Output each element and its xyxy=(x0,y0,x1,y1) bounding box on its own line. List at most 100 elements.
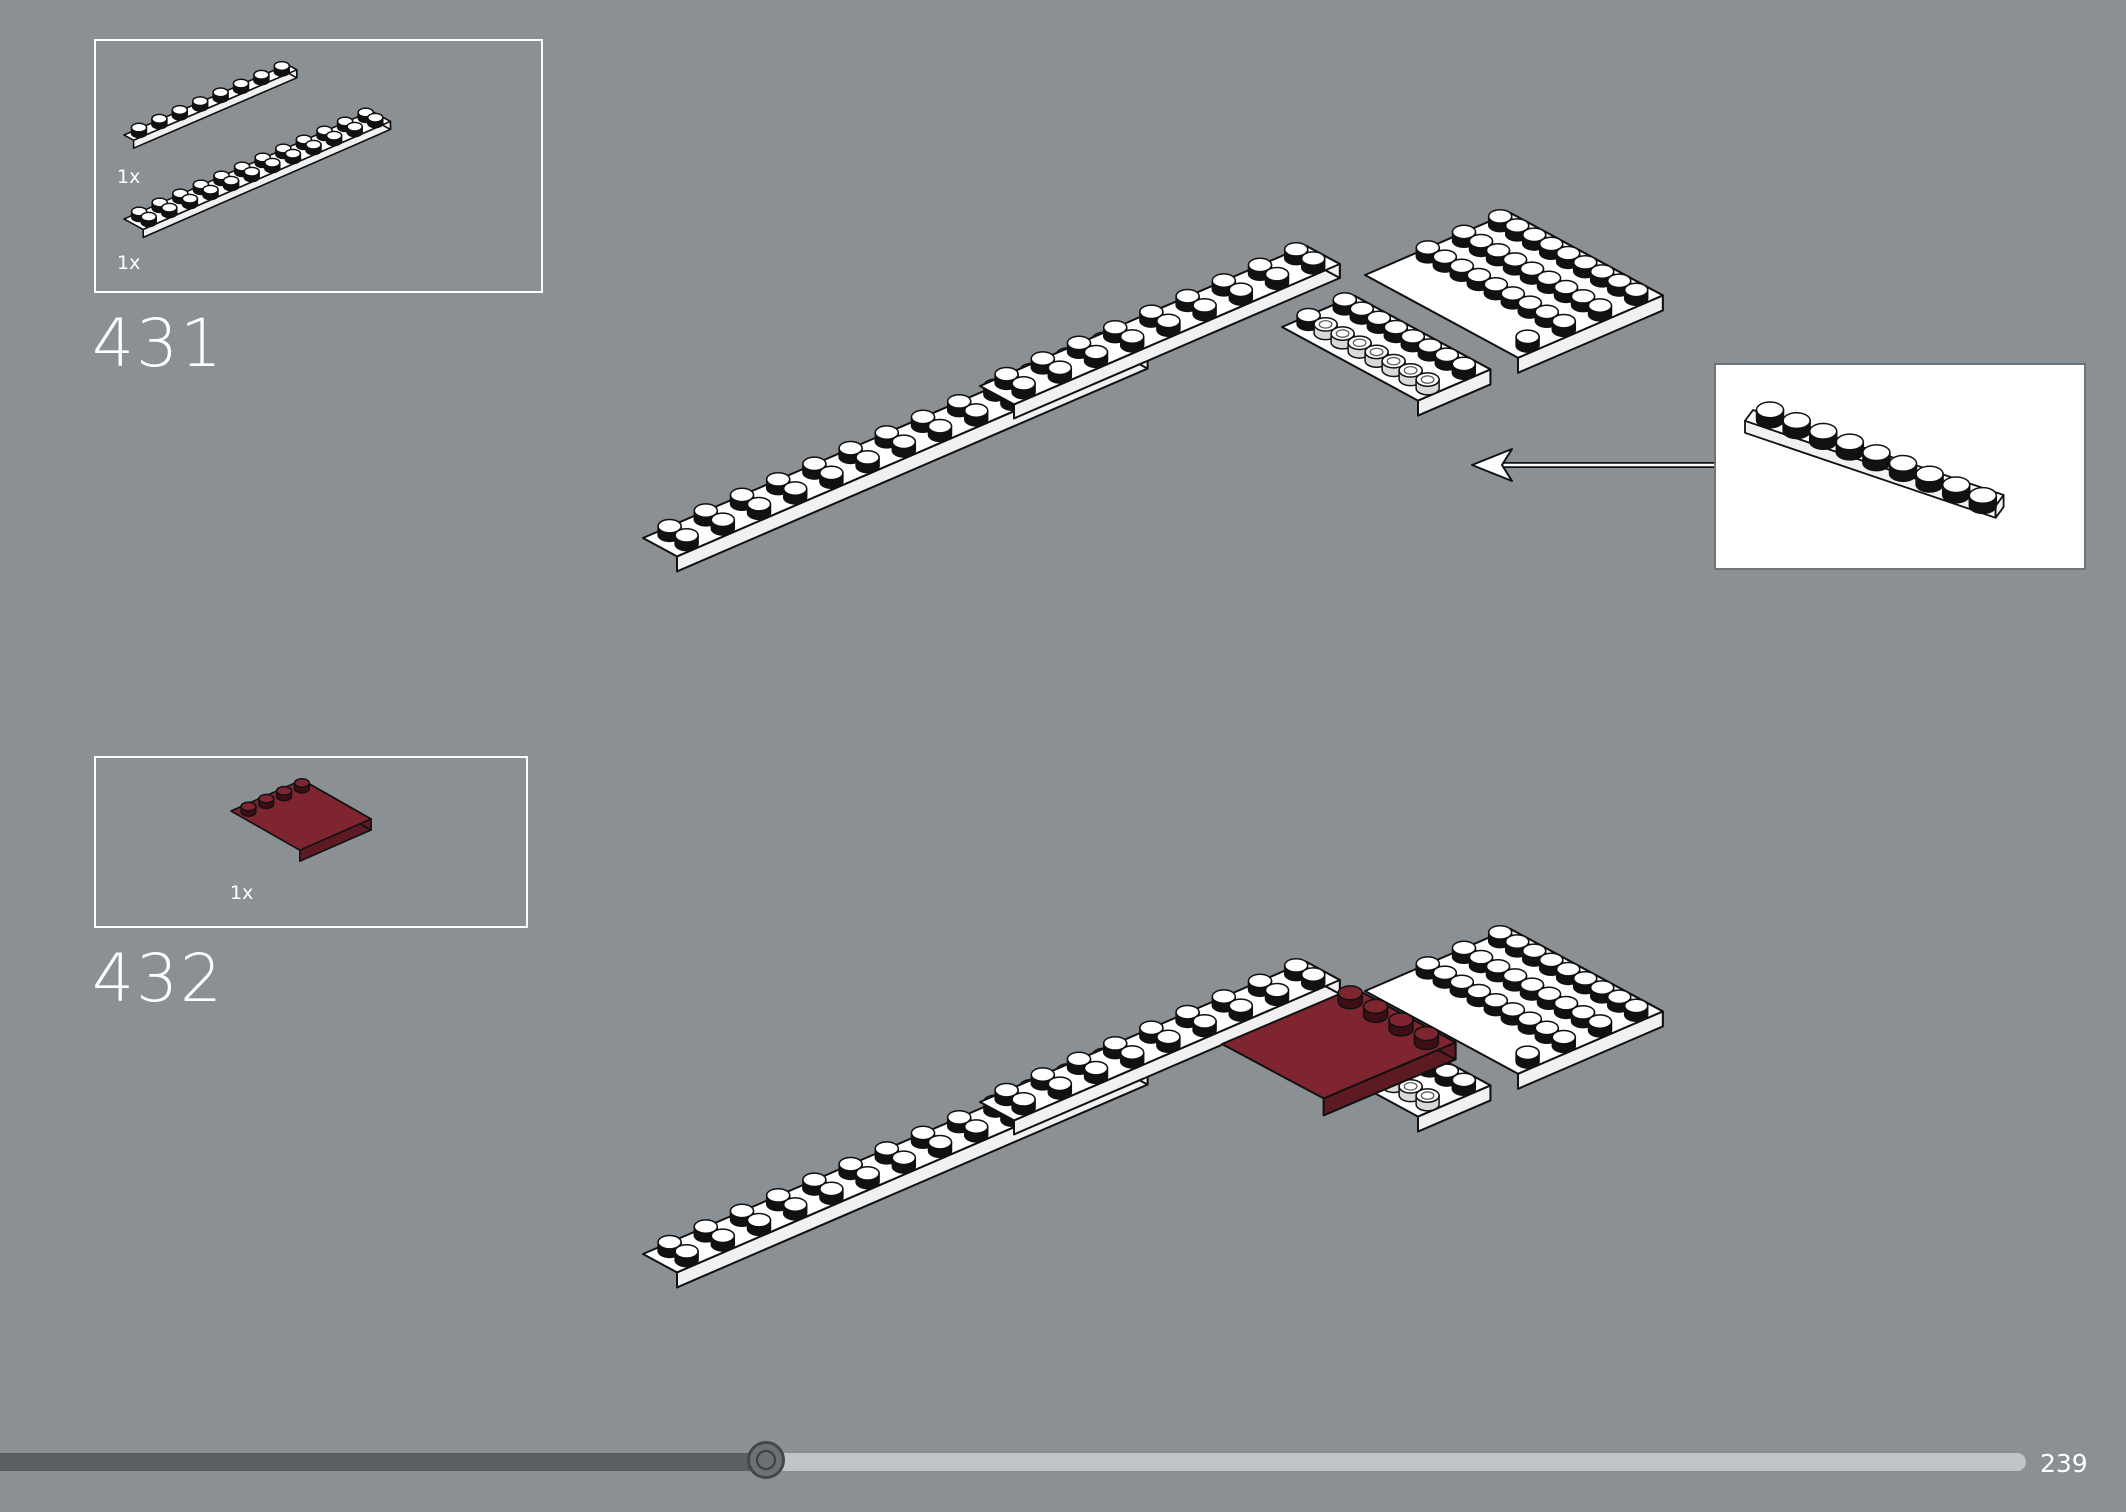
stud xyxy=(963,1119,989,1143)
stud xyxy=(1587,298,1613,322)
stud xyxy=(293,778,311,794)
stud xyxy=(284,148,302,165)
stud xyxy=(258,793,275,810)
stud xyxy=(305,139,322,156)
plate-1x12-icon xyxy=(123,107,392,239)
arrow-head xyxy=(1471,448,1513,482)
stud xyxy=(1119,329,1145,353)
step-number-431: 431 xyxy=(92,305,224,382)
stud xyxy=(855,449,880,474)
stud xyxy=(240,801,257,817)
stud xyxy=(253,69,270,86)
stud xyxy=(765,1187,791,1212)
stud xyxy=(782,481,808,505)
stud xyxy=(1398,1078,1423,1103)
stud xyxy=(1808,422,1838,450)
stud xyxy=(325,130,343,147)
stud xyxy=(1515,329,1540,353)
stud xyxy=(1337,985,1363,1010)
stud xyxy=(1755,401,1785,429)
stud xyxy=(1228,282,1254,306)
stud xyxy=(1941,476,1971,504)
stud xyxy=(1192,1013,1217,1038)
assembly-step-431 xyxy=(642,208,1664,573)
stud xyxy=(746,496,772,521)
stud xyxy=(171,104,189,121)
stud xyxy=(1623,998,1649,1022)
stud xyxy=(1264,982,1290,1007)
stud xyxy=(674,1243,699,1268)
stud xyxy=(1083,1060,1109,1085)
stud xyxy=(1330,326,1355,350)
stud xyxy=(273,60,291,77)
assembly-step-432 xyxy=(642,924,1664,1289)
stud xyxy=(130,122,148,139)
stud xyxy=(729,487,755,511)
stud xyxy=(1011,375,1036,400)
stud xyxy=(140,211,157,228)
stud xyxy=(367,112,384,129)
stud xyxy=(1211,273,1237,297)
stud xyxy=(346,121,363,138)
stud xyxy=(243,166,260,183)
plate-1x8-icon xyxy=(1744,401,2005,519)
stud xyxy=(222,175,240,192)
parts-list-step-432: 1x xyxy=(94,756,528,928)
part-quantity: 1x xyxy=(230,882,254,904)
stud xyxy=(1362,998,1389,1024)
stud xyxy=(729,1203,755,1227)
callout-box xyxy=(1714,363,2086,570)
part-quantity: 1x xyxy=(117,166,141,188)
stud xyxy=(927,1134,953,1159)
stud xyxy=(264,157,281,174)
tile-4x4-dark-red xyxy=(1221,985,1457,1117)
stud xyxy=(275,785,293,802)
stud xyxy=(1623,282,1649,306)
plate-side xyxy=(1013,263,1341,420)
stud xyxy=(1047,360,1073,384)
stud xyxy=(1782,411,1811,440)
stud xyxy=(1553,279,1579,304)
stud xyxy=(181,193,199,210)
stud xyxy=(1388,1012,1414,1037)
parts-list-step-431: 1x 1x xyxy=(94,39,543,293)
stud xyxy=(1587,1014,1613,1038)
stud xyxy=(1504,218,1530,242)
parts-list-illustration xyxy=(123,60,392,239)
stud xyxy=(151,113,168,130)
stud xyxy=(1011,1091,1036,1116)
stud xyxy=(1119,1045,1145,1069)
placement-arrow-icon xyxy=(1471,448,1714,482)
stud xyxy=(674,527,699,552)
stud xyxy=(1047,1076,1073,1100)
step-number-432: 432 xyxy=(92,940,224,1017)
stud xyxy=(1300,967,1326,991)
stud xyxy=(1915,465,1944,493)
page-number: 239 xyxy=(2040,1449,2088,1478)
stud xyxy=(1519,977,1545,1001)
stud xyxy=(1264,266,1290,291)
stud xyxy=(202,184,219,201)
stud xyxy=(1413,1025,1440,1051)
stud xyxy=(1451,356,1477,380)
part-quantity: 1x xyxy=(117,252,141,274)
progress-handle[interactable] xyxy=(746,1441,785,1479)
stud xyxy=(1083,344,1109,369)
progress-bar[interactable] xyxy=(0,1441,2030,1479)
stud xyxy=(1228,998,1254,1022)
stud xyxy=(963,403,989,427)
stud xyxy=(1551,313,1577,338)
stud xyxy=(927,418,953,443)
stud xyxy=(1300,251,1326,275)
stud xyxy=(1515,1045,1540,1069)
stud xyxy=(891,1150,917,1174)
stud xyxy=(1415,372,1440,396)
stud xyxy=(710,1228,736,1252)
stud xyxy=(1156,313,1181,337)
stud xyxy=(746,1212,772,1237)
stud xyxy=(710,512,736,536)
stud xyxy=(1862,444,1891,472)
callout-illustration xyxy=(1744,401,2005,519)
stud xyxy=(819,465,844,489)
stud xyxy=(855,1165,880,1190)
